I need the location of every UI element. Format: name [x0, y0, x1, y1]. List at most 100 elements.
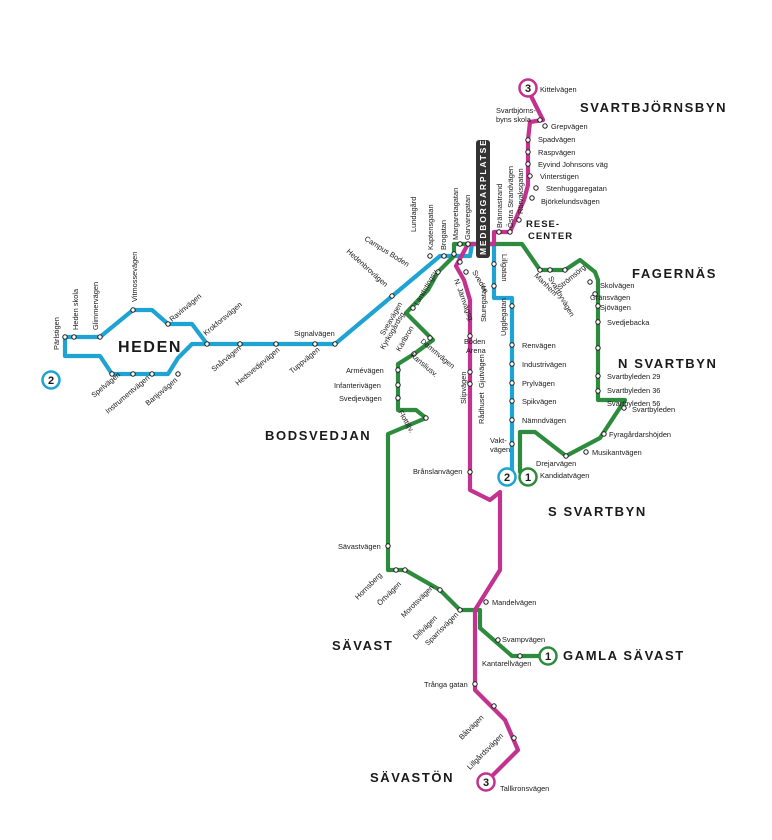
stop-dot[interactable] [312, 341, 318, 347]
stop-dot[interactable] [587, 279, 593, 285]
station-label: Morotsvägen [399, 583, 436, 620]
stop-dot[interactable] [393, 567, 399, 573]
station-label: Rörvaksgatan [516, 168, 525, 214]
stop-dot[interactable] [273, 341, 279, 347]
stop-dot[interactable] [149, 371, 155, 377]
station-label: Nämndvägen [522, 416, 566, 425]
stop-dot[interactable] [465, 241, 471, 247]
area-savaston: SÄVASTÖN [370, 770, 454, 785]
stop-dot[interactable] [395, 367, 401, 373]
stop-dot[interactable] [509, 303, 515, 309]
station-label: Östra Strandvägen [506, 166, 515, 228]
stop-dot[interactable] [437, 587, 443, 593]
stop-dot[interactable] [467, 333, 473, 339]
stop-dot[interactable] [175, 371, 181, 377]
stop-dot[interactable] [491, 283, 497, 289]
stop-dot[interactable] [451, 251, 457, 257]
stop-dot[interactable] [109, 371, 115, 377]
stop-dot[interactable] [237, 341, 243, 347]
stop-dot[interactable] [595, 303, 601, 309]
stop-dot[interactable] [527, 173, 533, 179]
stop-dot[interactable] [509, 361, 515, 367]
line-3-badge-north[interactable]: 3 [518, 78, 538, 98]
station-label: Björkelundsvägen [541, 197, 600, 206]
line-3-badge-savaston[interactable]: 3 [476, 772, 496, 792]
stop-dot[interactable] [385, 543, 391, 549]
line-2-badge-heden[interactable]: 2 [41, 370, 61, 390]
stop-dot[interactable] [509, 398, 515, 404]
stop-dot[interactable] [583, 449, 589, 455]
stop-dot[interactable] [332, 341, 338, 347]
stop-dot[interactable] [562, 267, 568, 273]
station-label: Landstingsv. [412, 267, 440, 307]
stop-dot[interactable] [62, 334, 68, 340]
stop-dot[interactable] [595, 388, 601, 394]
stop-dot[interactable] [525, 149, 531, 155]
stop-dot[interactable] [165, 321, 171, 327]
stop-dot[interactable] [537, 117, 543, 123]
stop-dot[interactable] [601, 431, 607, 437]
line-2-badge-svartbyn[interactable]: 2 [497, 467, 517, 487]
stop-dot[interactable] [595, 319, 601, 325]
stop-dot[interactable] [496, 229, 502, 235]
stop-dot[interactable] [507, 229, 513, 235]
stop-dot[interactable] [389, 293, 395, 299]
station-label: Spelvägen [90, 370, 123, 399]
stop-dot[interactable] [491, 703, 497, 709]
stop-dot[interactable] [563, 453, 569, 459]
stop-dot[interactable] [491, 261, 497, 267]
stop-dot[interactable] [130, 307, 136, 313]
stop-dot[interactable] [537, 267, 543, 273]
stop-dot[interactable] [395, 382, 401, 388]
stop-dot[interactable] [411, 351, 417, 357]
stop-dot[interactable] [509, 441, 515, 447]
stop-dot[interactable] [457, 241, 463, 247]
stop-dot[interactable] [423, 415, 429, 421]
stop-dot[interactable] [529, 195, 535, 201]
stop-dot[interactable] [467, 369, 473, 375]
stop-dot[interactable] [457, 259, 463, 265]
stop-dot[interactable] [467, 469, 473, 475]
station-label: Ravinvägen [168, 292, 204, 324]
stop-dot[interactable] [435, 269, 441, 275]
stop-dot[interactable] [509, 342, 515, 348]
stop-dot[interactable] [592, 291, 598, 297]
stop-dot[interactable] [516, 217, 522, 223]
station-label: Margaretagatan [451, 188, 460, 240]
stop-dot[interactable] [402, 567, 408, 573]
station-label: Rådhuset [477, 392, 486, 424]
stop-dot[interactable] [533, 185, 539, 191]
line-1-badge-svartbyn[interactable]: 1 [518, 467, 538, 487]
stop-dot[interactable] [509, 417, 515, 423]
line-1-badge-gamla-savast[interactable]: 1 [538, 646, 558, 666]
stop-dot[interactable] [71, 334, 77, 340]
hub-medborgarplatsen[interactable] [476, 140, 490, 258]
station-label: Garvaregatan [463, 195, 472, 240]
station-label: byns skola [496, 115, 532, 124]
stop-dot[interactable] [395, 395, 401, 401]
stop-dot[interactable] [130, 371, 136, 377]
stop-dot[interactable] [511, 735, 517, 741]
stop-dot[interactable] [467, 381, 473, 387]
stop-dot[interactable] [595, 345, 601, 351]
station-label: Svedjevägen [339, 394, 382, 403]
stop-dot[interactable] [525, 161, 531, 167]
stop-dot[interactable] [483, 599, 489, 605]
stop-dot[interactable] [472, 681, 478, 687]
stop-dot[interactable] [97, 334, 103, 340]
stop-dot[interactable] [547, 267, 553, 273]
stop-dot[interactable] [427, 253, 433, 259]
stop-dot[interactable] [427, 335, 433, 341]
stop-dot[interactable] [595, 373, 601, 379]
stop-dot[interactable] [441, 253, 447, 259]
stop-dot[interactable] [542, 123, 548, 129]
stop-dot[interactable] [463, 269, 469, 275]
stop-dot[interactable] [517, 653, 523, 659]
stop-dot[interactable] [410, 305, 416, 311]
stop-dot[interactable] [525, 137, 531, 143]
stop-dot[interactable] [495, 637, 501, 643]
stop-dot[interactable] [457, 607, 463, 613]
stop-dot[interactable] [509, 380, 515, 386]
stop-dot[interactable] [204, 341, 210, 347]
stop-dot[interactable] [621, 405, 627, 411]
